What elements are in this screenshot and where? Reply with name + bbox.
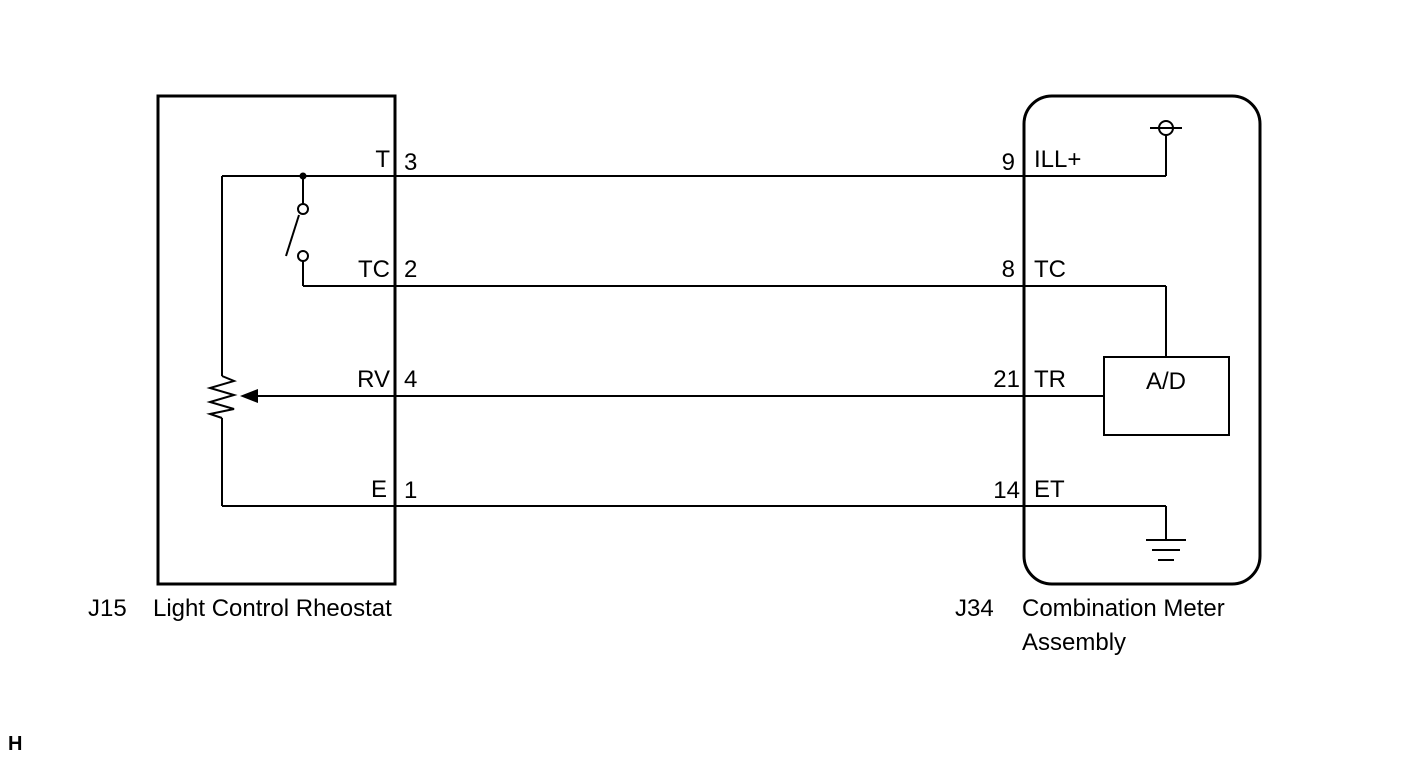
right-pin-number-9: 9 xyxy=(1002,149,1015,176)
left-pin-number-1: 1 xyxy=(404,477,417,504)
ad-module-label: A/D xyxy=(1146,368,1186,395)
left-component-name: Light Control Rheostat xyxy=(153,595,392,622)
right-pin-number-21: 21 xyxy=(993,366,1020,393)
right-pin-name-et: ET xyxy=(1034,476,1065,503)
right-pin-number-14: 14 xyxy=(993,477,1020,504)
switch-blade xyxy=(285,214,300,257)
left-pin-number-2: 2 xyxy=(404,256,417,283)
right-component-name-line1: Combination Meter xyxy=(1022,595,1225,622)
right-pin-name-tc: TC xyxy=(1034,256,1066,283)
left-pin-name-rv: RV xyxy=(357,366,390,393)
right-pin-name-ill: ILL+ xyxy=(1034,146,1081,173)
corner-mark: H xyxy=(8,733,22,755)
wiper-arrow xyxy=(240,389,258,403)
switch-contact-top xyxy=(297,203,309,215)
left-pin-name-t: T xyxy=(375,146,390,173)
right-component-name-line2: Assembly xyxy=(1022,629,1126,656)
left-pin-name-e: E xyxy=(371,476,387,503)
right-pin-name-tr: TR xyxy=(1034,366,1066,393)
switch-contact-bottom xyxy=(297,250,309,262)
left-component-code: J15 xyxy=(88,595,127,622)
left-pin-number-4: 4 xyxy=(404,366,417,393)
right-pin-number-8: 8 xyxy=(1002,256,1015,283)
meter-box xyxy=(1022,94,1262,586)
rheostat-box xyxy=(156,94,397,586)
left-pin-name-tc: TC xyxy=(358,256,390,283)
left-pin-number-3: 3 xyxy=(404,149,417,176)
right-component-code: J34 xyxy=(955,595,994,622)
rheostat-resistor xyxy=(206,375,238,419)
